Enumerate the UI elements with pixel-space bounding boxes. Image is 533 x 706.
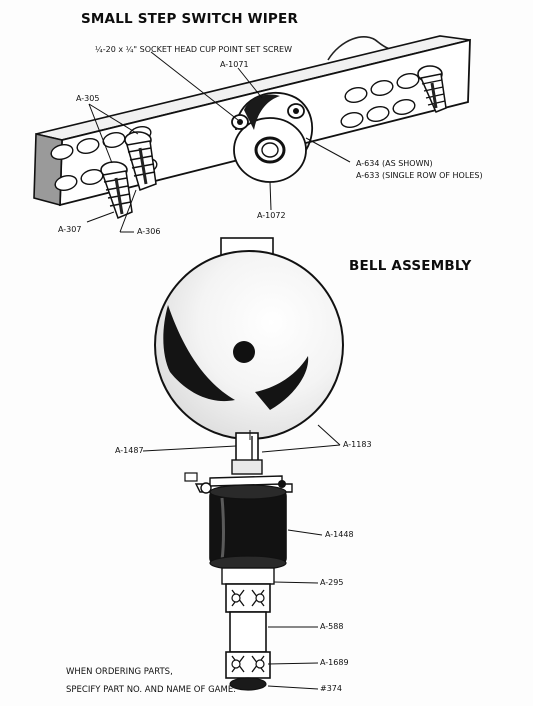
label-a588: A-588 bbox=[320, 622, 344, 631]
label-a1448: A-1448 bbox=[325, 530, 354, 539]
label-a1072: A-1072 bbox=[257, 211, 286, 220]
bell-coil-a1448 bbox=[209, 484, 287, 571]
label-a1487: A-1487 bbox=[115, 446, 144, 455]
label-a1689: A-1689 bbox=[320, 658, 349, 667]
bell-section-title: BELL ASSEMBLY bbox=[349, 258, 472, 274]
label-set-screw: ¼-20 x ¼" SOCKET HEAD CUP POINT SET SCRE… bbox=[95, 45, 293, 54]
wiper-assembly bbox=[33, 35, 471, 233]
wiper-board-end bbox=[33, 133, 63, 207]
wiper-leader-lines bbox=[86, 51, 351, 233]
wiper-holes-right bbox=[340, 73, 420, 128]
label-374: #374 bbox=[320, 684, 342, 693]
label-a633: A-633 (SINGLE ROW OF HOLES) bbox=[356, 171, 483, 180]
ordering-note-line-1: WHEN ORDERING PARTS, bbox=[66, 667, 173, 677]
label-a1183: A-1183 bbox=[343, 440, 372, 449]
label-a634: A-634 (AS SHOWN) bbox=[356, 159, 433, 168]
bell-bulb-374 bbox=[229, 677, 267, 691]
wiper-screw-a307 bbox=[100, 161, 133, 220]
label-a306: A-306 bbox=[137, 227, 161, 236]
ordering-note-line-2: SPECIFY PART NO. AND NAME OF GAME. bbox=[66, 685, 236, 695]
bell-stem bbox=[231, 432, 263, 475]
wiper-hub-a1072 bbox=[231, 91, 314, 183]
bell-lower-frame bbox=[221, 567, 275, 691]
label-a1071: A-1071 bbox=[220, 60, 249, 69]
wiper-section-title: SMALL STEP SWITCH WIPER bbox=[81, 11, 299, 27]
label-a305: A-305 bbox=[76, 94, 100, 103]
wiper-screw-right bbox=[417, 65, 447, 113]
bell-leader-lines bbox=[142, 424, 341, 690]
bell-dome bbox=[154, 250, 344, 440]
label-a295: A-295 bbox=[320, 578, 344, 587]
bell-assembly bbox=[142, 237, 344, 691]
label-a307: A-307 bbox=[58, 225, 82, 234]
wiper-screw-a305 bbox=[124, 131, 157, 191]
